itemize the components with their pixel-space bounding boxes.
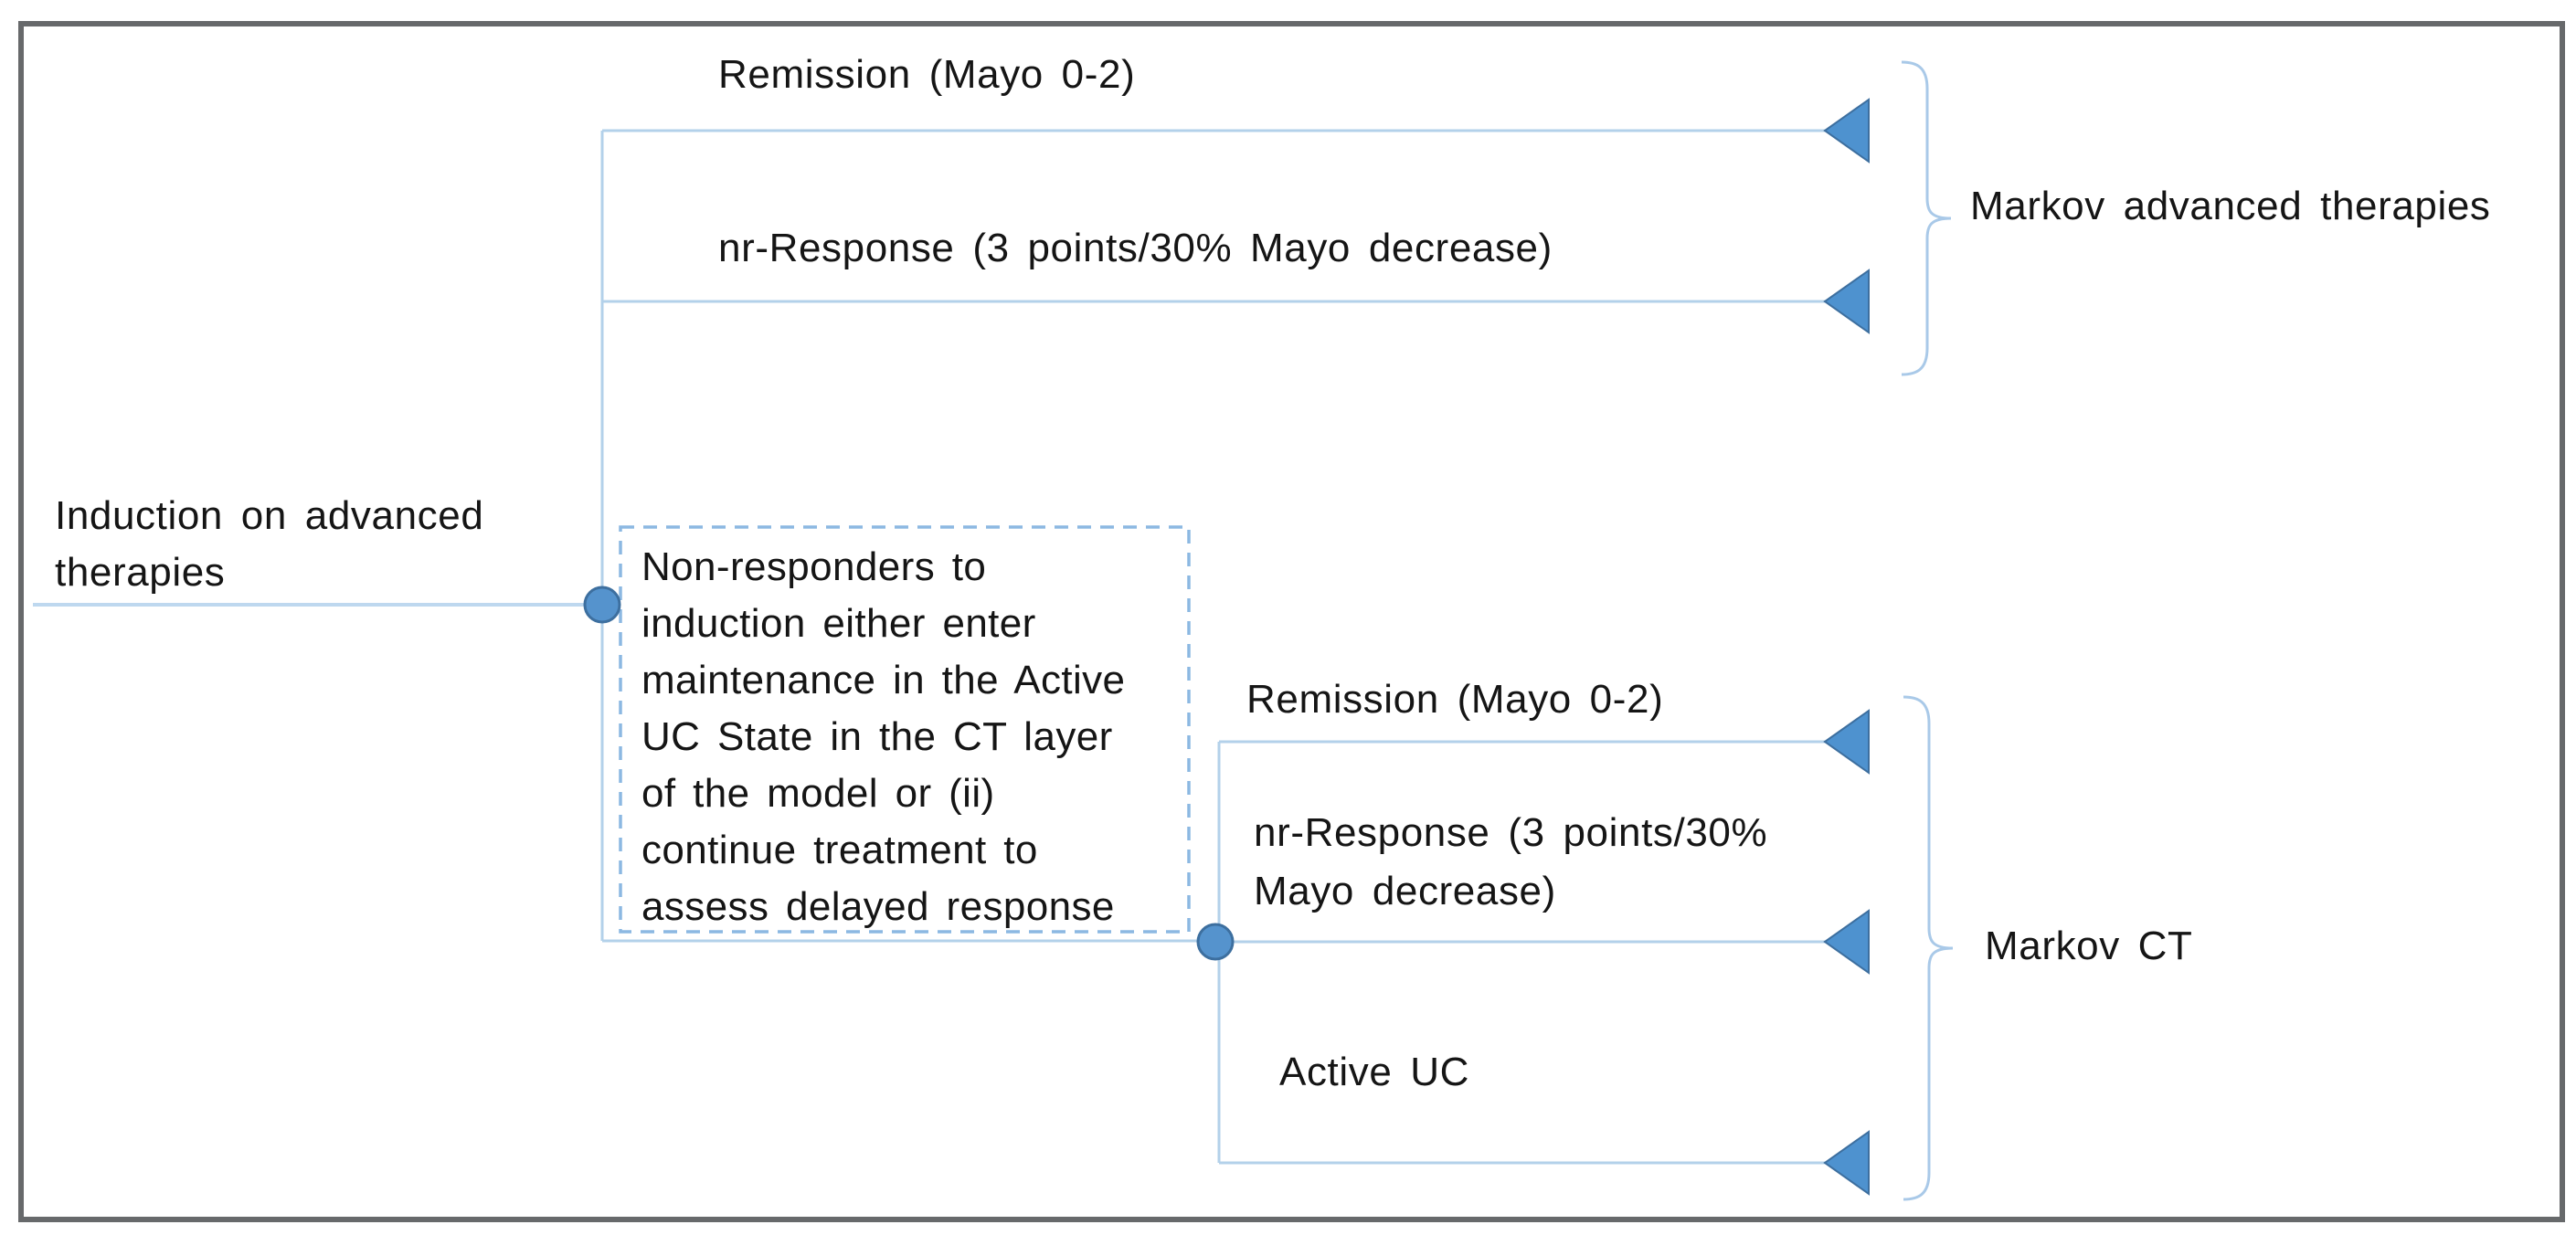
note-line: Non-responders to [641, 544, 987, 589]
note-box-text: Non-responders to induction either enter… [641, 539, 1177, 935]
lower-remission-branch-label: Remission (Mayo 0-2) [1246, 677, 1664, 722]
lower-group-brace-icon [1903, 695, 1954, 1201]
lower-nr-response-line-1: nr-Response (3 points/30% [1254, 810, 1768, 855]
terminal-node-lower-active-uc-icon [1823, 1130, 1870, 1196]
lower-nr-response-line-2: Mayo decrease) [1254, 869, 1556, 913]
terminal-node-lower-remission-icon [1823, 709, 1870, 775]
terminal-node-upper-remission-icon [1823, 98, 1870, 164]
note-line: of the model or (ii) [641, 771, 995, 816]
note-line: maintenance in the Active [641, 658, 1126, 702]
chance-node-2-icon [1196, 923, 1235, 961]
note-line: continue treatment to [641, 828, 1038, 872]
note-line: assess delayed response [641, 884, 1115, 929]
figure-border [18, 21, 2565, 1222]
note-box-dashed-border [619, 525, 1191, 934]
upper-remission-branch-label: Remission (Mayo 0-2) [718, 52, 1136, 97]
note-line: UC State in the CT layer [641, 714, 1113, 759]
lower-nr-response-branch-label: nr-Response (3 points/30% Mayo decrease) [1254, 804, 1767, 921]
terminal-node-lower-nr-response-icon [1823, 909, 1870, 975]
terminal-node-upper-nr-response-icon [1823, 269, 1870, 334]
lower-group-label: Markov CT [1985, 924, 2193, 968]
upper-group-label: Markov advanced therapies [1970, 184, 2491, 228]
chance-node-1-icon [583, 586, 621, 624]
root-node-label: Induction on advanced therapies [55, 493, 484, 595]
upper-group-brace-icon [1901, 60, 1952, 376]
note-line: induction either enter [641, 601, 1036, 646]
upper-nr-response-branch-label: nr-Response (3 points/30% Mayo decrease) [718, 226, 1553, 270]
lower-active-uc-branch-label: Active UC [1279, 1050, 1469, 1094]
